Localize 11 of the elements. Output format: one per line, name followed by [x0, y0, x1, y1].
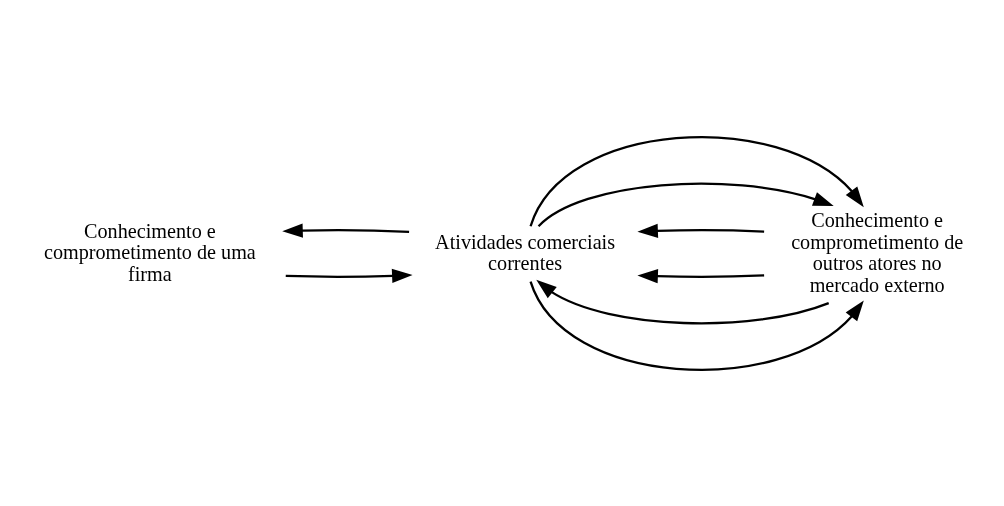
arrow	[536, 279, 830, 324]
arrow	[285, 268, 413, 283]
arrow	[529, 135, 864, 227]
node-text: Conhecimento e comprometimento de uma firma	[43, 219, 256, 285]
node-text: Conhecimento e comprometimento de outros atores no mercado externo	[791, 208, 964, 296]
arrow	[637, 268, 765, 283]
arrow	[537, 182, 834, 227]
arrow	[529, 280, 864, 371]
arrow	[282, 222, 410, 238]
node-text: Atividades comerciais correntes	[435, 230, 616, 274]
arrow	[637, 223, 765, 238]
